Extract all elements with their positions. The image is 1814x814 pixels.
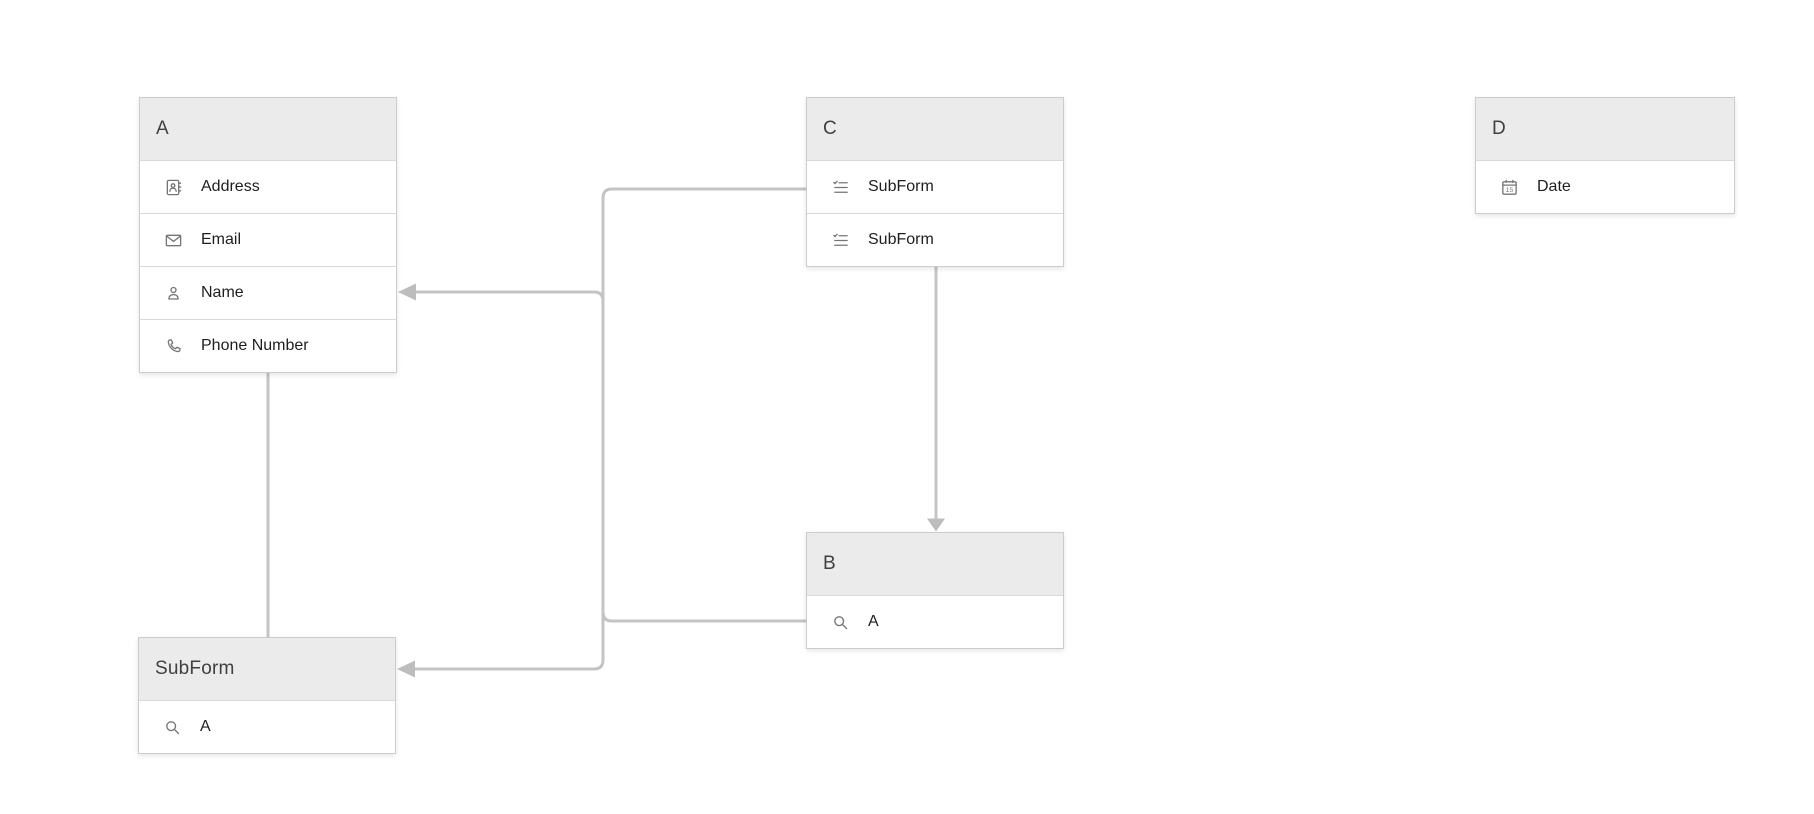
field-label: Address	[201, 178, 260, 195]
node-title: C	[823, 118, 837, 139]
node-title: SubForm	[155, 658, 235, 679]
field-row-subform-1[interactable]: SubForm	[807, 160, 1063, 213]
node-title: A	[156, 118, 169, 139]
field-row-address[interactable]: Address	[140, 160, 396, 213]
arrowhead-into-b	[927, 518, 945, 532]
address-book-icon	[164, 178, 183, 197]
field-label: A	[868, 613, 879, 630]
field-row-name[interactable]: Name	[140, 266, 396, 319]
field-label: Email	[201, 231, 242, 248]
connector-c-subform	[414, 187, 806, 671]
connector-b-a	[414, 290, 806, 623]
node-title: D	[1492, 118, 1506, 139]
field-row-lookup-a[interactable]: A	[807, 595, 1063, 648]
search-icon	[831, 613, 850, 632]
envelope-icon	[164, 231, 183, 250]
node-header: B	[807, 533, 1063, 595]
field-label: A	[200, 718, 211, 735]
field-label: Phone Number	[201, 337, 309, 354]
person-icon	[164, 284, 183, 303]
field-label: SubForm	[868, 178, 934, 195]
phone-icon	[164, 337, 183, 356]
arrowhead-into-a	[398, 283, 416, 301]
field-row-phone-number[interactable]: Phone Number	[140, 319, 396, 372]
field-label: Name	[201, 284, 244, 301]
field-row-subform-2[interactable]: SubForm	[807, 213, 1063, 266]
field-label: Date	[1537, 178, 1571, 195]
checklist-icon	[831, 178, 850, 197]
field-row-email[interactable]: Email	[140, 213, 396, 266]
node-header: D	[1476, 98, 1734, 160]
node-header: C	[807, 98, 1063, 160]
form-node-c[interactable]: C SubForm SubForm	[806, 97, 1064, 267]
field-row-lookup-a[interactable]: A	[139, 700, 395, 753]
calendar-icon: 15	[1500, 178, 1519, 197]
field-row-date[interactable]: 15 Date	[1476, 160, 1734, 213]
calendar-day-text: 15	[1506, 186, 1514, 193]
arrowhead-into-subform	[397, 660, 415, 678]
form-node-d[interactable]: D 15 Date	[1475, 97, 1735, 214]
form-node-subform[interactable]: SubForm A	[138, 637, 396, 754]
checklist-icon	[831, 231, 850, 250]
search-icon	[163, 718, 182, 737]
field-label: SubForm	[868, 231, 934, 248]
node-header: SubForm	[139, 638, 395, 700]
form-node-b[interactable]: B A	[806, 532, 1064, 649]
node-header: A	[140, 98, 396, 160]
form-node-a[interactable]: A Address Email	[139, 97, 397, 373]
node-title: B	[823, 553, 836, 574]
